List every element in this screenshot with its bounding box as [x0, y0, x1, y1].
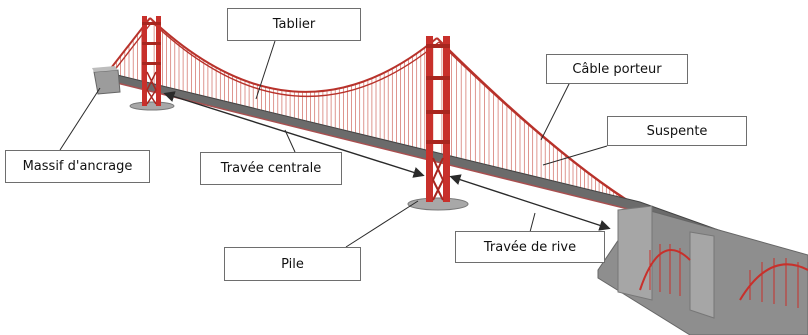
leader-suspente — [542, 145, 608, 166]
suspender-ropes — [111, 21, 638, 207]
travee-rive-arrow — [449, 174, 611, 231]
leader-tablier — [255, 40, 276, 100]
leader-travee-rive — [529, 212, 536, 233]
span-arrows — [163, 91, 611, 231]
leader-cable — [540, 81, 571, 141]
leader-pile — [345, 200, 419, 248]
label-travee-centrale: Travée centrale — [200, 152, 342, 185]
travee-centrale-arrow — [163, 91, 425, 178]
label-suspente: Suspente — [607, 116, 747, 146]
label-cable-porteur: Câble porteur — [546, 54, 688, 84]
label-tablier: Tablier — [227, 8, 361, 41]
leader-travee-centrale — [284, 129, 296, 153]
leader-massif — [59, 87, 101, 151]
left-tower — [129, 16, 175, 111]
right-abutment — [597, 205, 808, 335]
leader-lines — [59, 40, 608, 248]
main-cables — [107, 17, 646, 213]
label-pile: Pile — [224, 247, 361, 281]
left-anchorage — [92, 66, 121, 95]
label-travee-rive: Travée de rive — [455, 231, 605, 263]
label-massif-ancrage: Massif d'ancrage — [5, 150, 150, 183]
